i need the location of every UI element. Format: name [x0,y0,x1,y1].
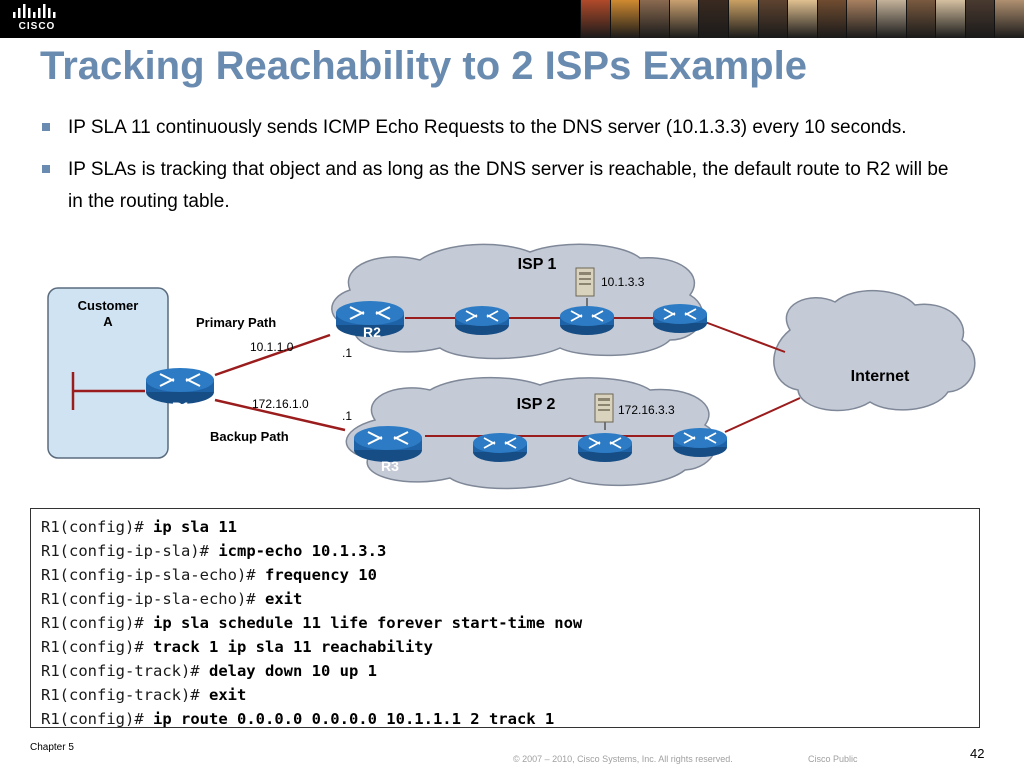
config-line: R1(config-ip-sla-echo)# frequency 10 [41,563,969,587]
header-photo [816,0,847,38]
config-command: track 1 ip sla 11 reachability [153,638,433,656]
header-photo [639,0,669,38]
isp1-router-2 [559,305,615,336]
config-prompt: R1(config-ip-sla-echo)# [41,566,256,584]
isp2-router-1 [472,432,528,463]
config-line: R1(config-track)# delay down 10 up 1 [41,659,969,683]
config-command: ip route 0.0.0.0 0.0.0.0 10.1.1.1 2 trac… [153,710,555,728]
header-photo [727,0,758,38]
config-prompt: R1(config-track)# [41,686,200,704]
backup-link [214,398,346,432]
config-command: ip sla 11 [153,518,237,536]
router-r3 [353,425,423,463]
config-prompt: R1(config)# [41,638,144,656]
primary-network-label: 10.1.1.0 [250,340,294,354]
isp1-label: ISP 1 [518,256,557,273]
cisco-logo: CISCO [10,4,70,34]
header-photo [846,0,876,38]
primary-path-label: Primary Path [196,315,276,330]
header-bar: CISCO [0,0,1024,38]
config-line: R1(config)# track 1 ip sla 11 reachabili… [41,635,969,659]
isp2-server-ip-label: 172.16.3.3 [618,403,675,417]
header-photo [698,0,728,38]
config-prompt: R1(config-ip-sla)# [41,542,209,560]
header-photo [757,0,788,38]
isp2-label: ISP 2 [517,396,556,413]
config-line: R1(config-ip-sla)# icmp-echo 10.1.3.3 [41,539,969,563]
slide-title: Tracking Reachability to 2 ISPs Example [40,44,807,88]
header-photo [935,0,965,38]
config-prompt: R1(config-ip-sla-echo)# [41,590,256,608]
backup-path-label: Backup Path [210,429,289,444]
bullet-list: IP SLA 11 continuously sends ICMP Echo R… [40,112,960,228]
dns-server-isp1-icon [575,267,595,297]
config-prompt: R1(config)# [41,614,144,632]
config-command: frequency 10 [264,566,377,584]
internet-cloud [773,290,976,412]
customer-label-letter: A [103,314,113,329]
server-isp2-icon [594,393,614,423]
header-photo [668,0,699,38]
header-photo [964,0,995,38]
isp1-internet-link [704,321,786,353]
r2-label: R2 [363,324,381,340]
config-prompt: R1(config)# [41,710,144,728]
header-photo [609,0,640,38]
r1-label: R1 [172,399,190,415]
dns-server-ip-label: 10.1.3.3 [601,275,645,289]
bullet-item: IP SLAs is tracking that object and as l… [40,154,960,218]
footer-classification: Cisco Public [808,754,858,764]
config-command: ip sla schedule 11 life forever start-ti… [153,614,583,632]
config-line: R1(config-ip-sla-echo)# exit [41,587,969,611]
config-line: R1(config)# ip sla schedule 11 life fore… [41,611,969,635]
internet-label: Internet [851,368,910,385]
config-line: R1(config)# ip route 0.0.0.0 0.0.0.0 10.… [41,707,969,731]
r2-interface-label: .1 [342,346,352,360]
backup-network-label: 172.16.1.0 [252,397,309,411]
config-command: delay down 10 up 1 [208,662,377,680]
config-command: exit [208,686,247,704]
footer-copyright: © 2007 – 2010, Cisco Systems, Inc. All r… [513,754,733,764]
isp1-router-1 [454,305,510,336]
r3-label: R3 [381,458,399,474]
header-photo [787,0,817,38]
isp1-router-3 [652,303,708,334]
header-photo [905,0,936,38]
config-command: exit [264,590,303,608]
header-photo [580,0,610,38]
header-photo [994,0,1024,38]
page-number: 42 [970,746,985,761]
r3-interface-label: .1 [342,409,352,423]
primary-link [214,333,331,377]
isp2-router-2 [577,432,633,463]
logo-text: CISCO [18,21,56,32]
config-line: R1(config-track)# exit [41,683,969,707]
customer-label: Customer [78,298,139,313]
isp2-router-3 [672,427,728,458]
config-command: icmp-echo 10.1.3.3 [218,542,387,560]
network-diagram: R1 R2 R3 Customer A Primary Path Backup … [47,243,976,490]
config-prompt: R1(config-track)# [41,662,200,680]
cisco-bars-icon [13,4,56,18]
isp2-internet-link [724,397,801,433]
config-prompt: R1(config)# [41,518,144,536]
bullet-item: IP SLA 11 continuously sends ICMP Echo R… [40,112,960,144]
footer-chapter: Chapter 5 [30,742,74,753]
config-line: R1(config)# ip sla 11 [41,515,969,539]
header-photo [875,0,906,38]
photo-strip [580,0,1024,38]
